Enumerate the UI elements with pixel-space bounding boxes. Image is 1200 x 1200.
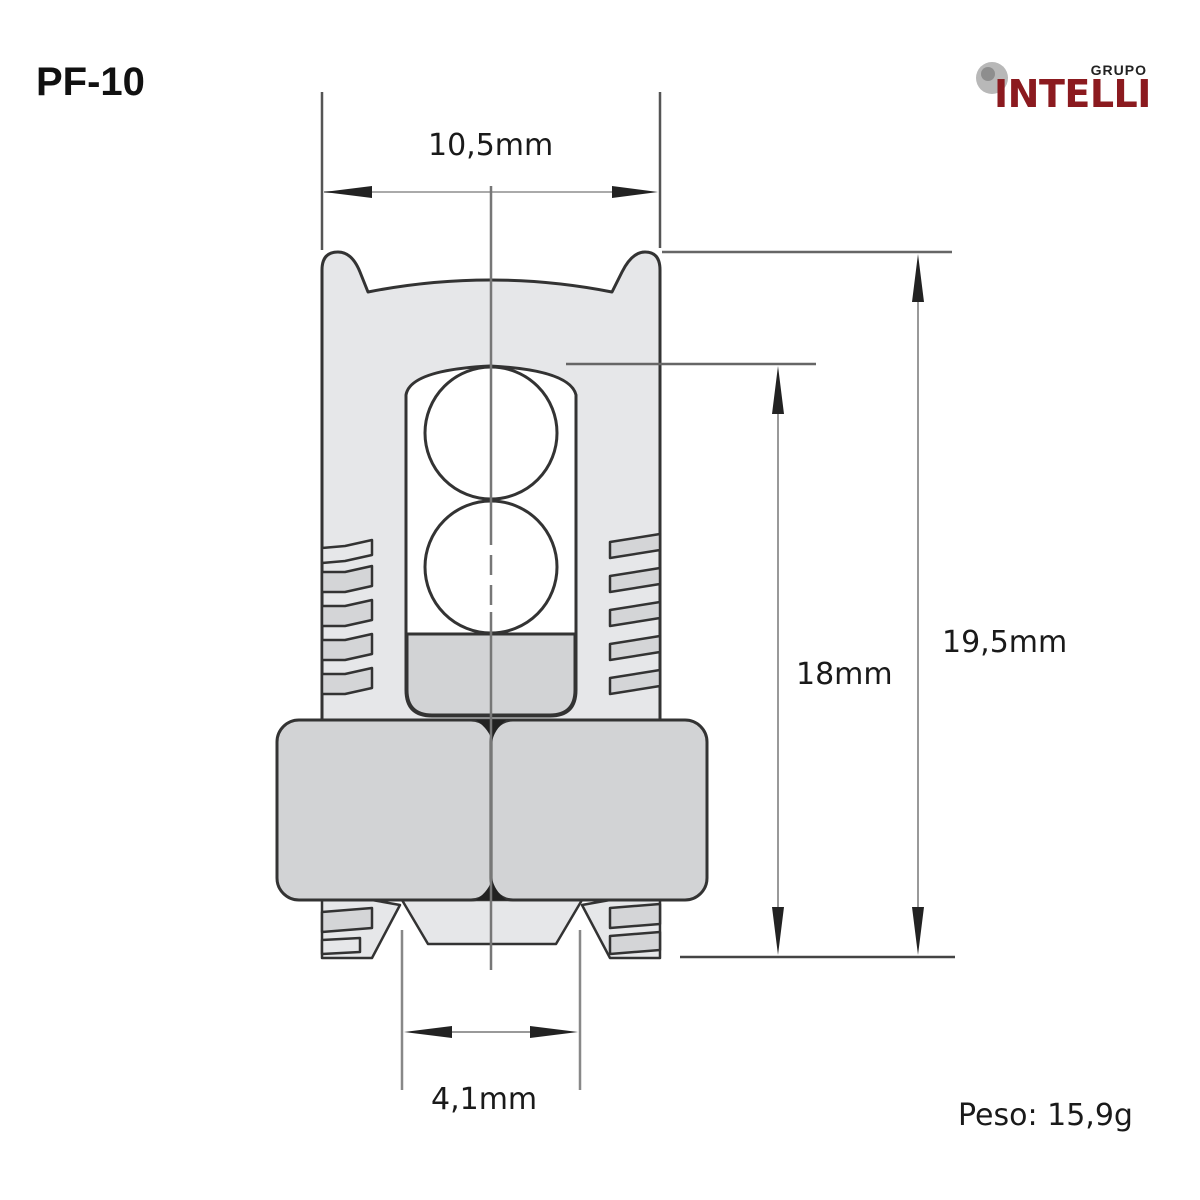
nut-right bbox=[489, 718, 709, 902]
label-inner-height: 18mm bbox=[796, 657, 893, 692]
brand-logo: GRUPO INTELLI bbox=[972, 58, 1157, 118]
dimension-inner-height bbox=[566, 362, 816, 955]
label-width-top: 10,5mm bbox=[428, 128, 554, 163]
dimension-total-height bbox=[662, 250, 955, 959]
dimension-width-top bbox=[320, 92, 662, 250]
label-total-height: 19,5mm bbox=[942, 625, 1068, 660]
nut-left bbox=[275, 718, 495, 902]
brand-prefix: GRUPO bbox=[1090, 62, 1147, 78]
label-bottom-opening: 4,1mm bbox=[431, 1082, 538, 1117]
product-title: PF-10 bbox=[36, 60, 145, 104]
weight-label: Peso: 15,9g bbox=[958, 1098, 1133, 1133]
brand-name: INTELLI bbox=[994, 72, 1151, 116]
circle-logo-icon bbox=[976, 62, 1008, 94]
dimension-bottom-opening bbox=[400, 930, 582, 1090]
